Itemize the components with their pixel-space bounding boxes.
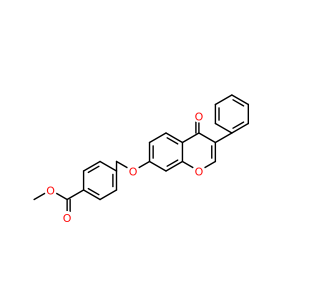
- ring-oxygen-atom: O: [192, 164, 206, 179]
- methyl-bond: [33, 192, 47, 201]
- benzo-ring-double-bond: [166, 159, 179, 167]
- para-phenylene-ring-double-bond: [87, 187, 100, 196]
- phenyl-link-bond: [214, 132, 233, 144]
- ring-oxygen-label: O: [195, 166, 204, 179]
- molecule-structure: O O O O O: [33, 94, 250, 225]
- para-phenylene-ring-double-bond: [87, 165, 100, 174]
- phenyl-ring-double-bond: [232, 99, 245, 107]
- para-phenylene-ring-bond: [82, 160, 101, 172]
- para-phenylene-ring-bond: [99, 160, 118, 172]
- para-phenylene-ring-bond: [99, 189, 118, 201]
- benzo-ring-bond: [148, 160, 167, 172]
- bond-layer: [33, 94, 250, 213]
- pyranone-bond: [203, 160, 217, 169]
- ether-oxygen-label: O: [129, 166, 138, 179]
- pyranone-bond: [198, 132, 217, 144]
- phenyl-ring-bond: [214, 94, 233, 106]
- pyranone-bond: [181, 160, 195, 169]
- carbonyl-oxygen-atom: O: [192, 109, 206, 124]
- atom-label-layer: O O O O O: [44, 109, 206, 225]
- benzo-ring-bond: [165, 132, 184, 144]
- ester-carbonyl-oxygen-label: O: [63, 212, 72, 225]
- carbonyl-oxygen-label: O: [195, 111, 204, 124]
- ether-bond: [137, 160, 151, 169]
- benzo-ring-bond: [165, 160, 184, 172]
- ether-oxygen-atom: O: [126, 164, 140, 179]
- benzo-ring-bond: [148, 132, 167, 144]
- ester-oxygen-bond: [55, 192, 68, 201]
- pyranone-bond: [181, 132, 200, 144]
- ester-methoxy-oxygen-label: O: [46, 185, 55, 198]
- phenyl-ring-bond: [231, 94, 250, 106]
- ester-methoxy-oxygen-atom: O: [44, 183, 58, 198]
- para-phenylene-ring-bond: [82, 189, 101, 201]
- ester-carbon-bond: [66, 189, 85, 201]
- phenyl-ring-double-bond: [232, 121, 245, 129]
- ester-carbonyl-oxygen-atom: O: [60, 211, 74, 225]
- benzo-ring-double-bond: [166, 137, 179, 145]
- phenyl-ring-bond: [231, 122, 250, 134]
- phenyl-ring-bond: [214, 122, 233, 134]
- methylene-bond: [115, 160, 129, 169]
